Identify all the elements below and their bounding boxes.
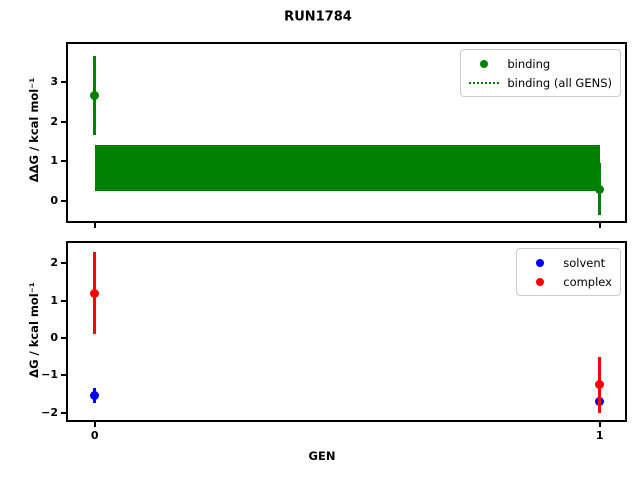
legend-item-solvent: solvent	[523, 253, 612, 272]
y-tick-label: −1	[41, 368, 58, 382]
y-tick-mark	[61, 299, 66, 302]
blue-dot-icon	[536, 258, 545, 267]
green-dotted-line-icon	[469, 81, 500, 84]
red-dot-icon	[536, 277, 545, 286]
y-tick-label: 2	[50, 256, 58, 270]
y-tick-mark	[61, 411, 66, 414]
legend-item-complex: complex	[523, 272, 612, 291]
binding-all-gens-band	[94, 144, 600, 192]
y-tick-mark	[61, 374, 66, 377]
y-tick-label: −2	[41, 405, 58, 419]
x-tick-mark	[598, 223, 601, 228]
figure-title: RUN1784	[284, 9, 352, 25]
y-tick-label: 0	[50, 331, 58, 345]
x-tick-mark	[93, 223, 96, 228]
complex-marker-gen1	[595, 380, 605, 390]
x-axis-label: GEN	[308, 449, 336, 463]
legend-label-binding-all-gens: binding (all GENS)	[507, 75, 612, 90]
y-tick-mark	[61, 120, 66, 123]
y-tick-mark	[61, 337, 66, 340]
binding-marker-key	[467, 59, 501, 68]
y-tick-mark	[61, 80, 66, 83]
top-legend: binding binding (all GENS)	[460, 49, 621, 97]
x-tick-label: 1	[595, 429, 604, 442]
x-tick-mark	[598, 422, 601, 427]
y-tick-mark	[61, 160, 66, 163]
legend-item-binding: binding	[467, 54, 612, 73]
binding-marker-gen1	[595, 184, 605, 194]
bottom-legend: solvent complex	[516, 248, 621, 296]
legend-label-complex: complex	[563, 274, 612, 289]
y-tick-label: 0	[50, 194, 58, 208]
bottom-y-axis-label: ΔG / kcal mol⁻¹	[27, 282, 41, 378]
complex-marker-key	[523, 277, 557, 286]
y-tick-mark	[61, 262, 66, 265]
y-tick-label: 3	[50, 74, 58, 88]
y-tick-label: 2	[50, 114, 58, 128]
top-axes-binding: binding binding (all GENS) 0 1 2 3	[50, 42, 627, 228]
green-dot-icon	[480, 59, 489, 68]
top-y-axis-label: ΔΔG / kcal mol⁻¹	[27, 77, 41, 183]
x-tick-mark	[93, 422, 96, 427]
y-tick-label: 1	[50, 154, 58, 168]
y-tick-label: 1	[50, 293, 58, 307]
legend-item-binding-all-gens: binding (all GENS)	[467, 73, 612, 92]
y-tick-mark	[61, 200, 66, 203]
complex-marker-gen0	[90, 288, 100, 298]
all-gens-line-key	[467, 81, 501, 84]
legend-label-binding: binding	[507, 56, 551, 71]
x-tick-label: 0	[90, 429, 99, 442]
solvent-marker-key	[523, 258, 557, 267]
solvent-marker-gen0	[90, 391, 100, 401]
bottom-axes-legs: solvent complex −2 −1 0 1 2 0 1	[41, 241, 627, 442]
binding-marker-gen0	[90, 91, 100, 101]
legend-label-solvent: solvent	[563, 255, 606, 270]
